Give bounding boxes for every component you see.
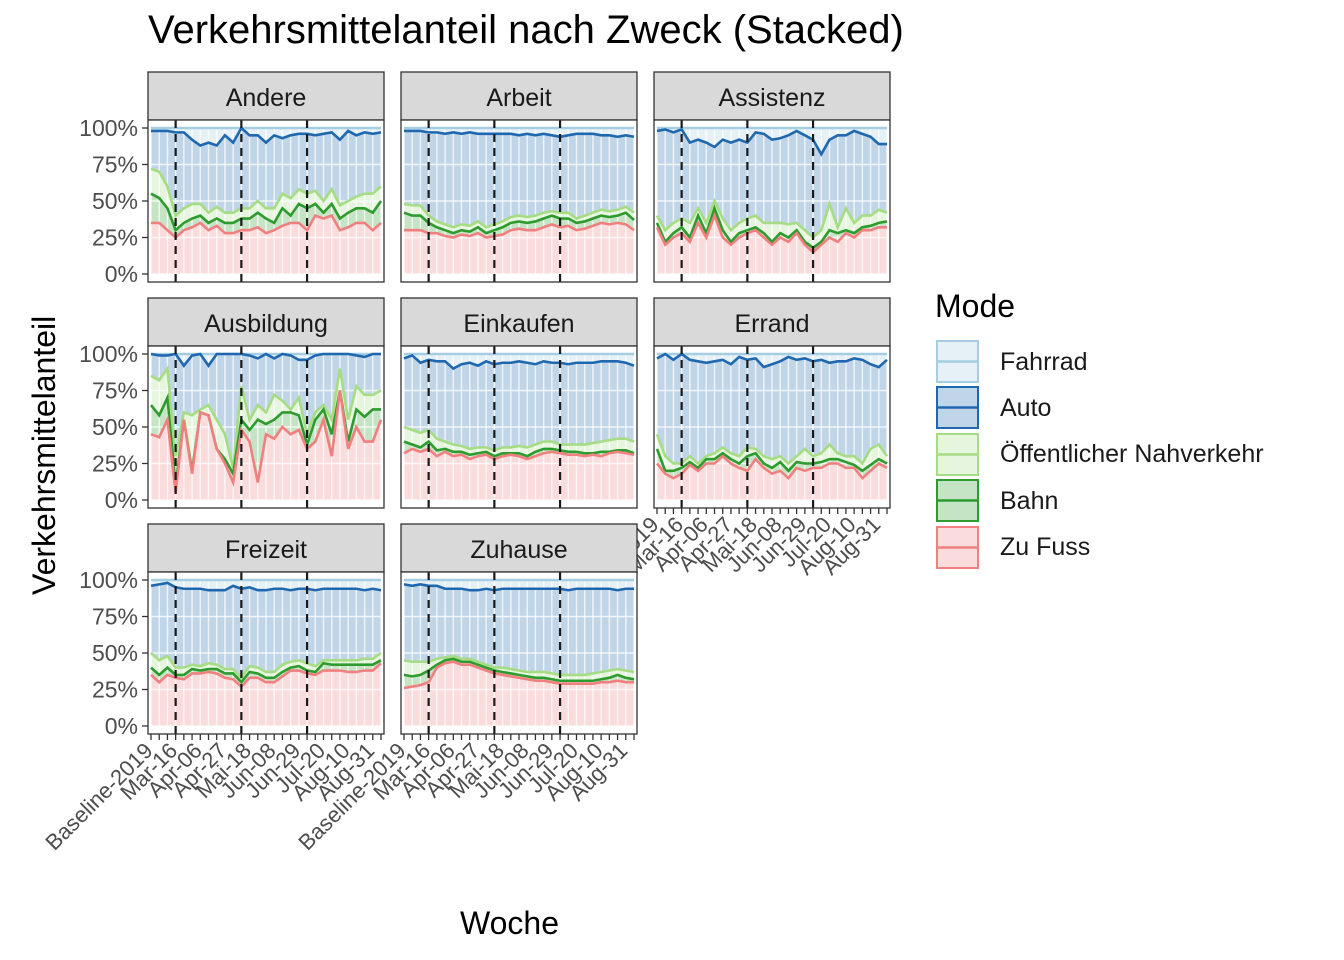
facet-label: Einkaufen [463,310,574,338]
facet-label: Ausbildung [204,310,328,338]
line-auto [403,353,635,371]
y-tick-label: 100% [79,567,138,593]
panel-zuhause: ZuhauseBaseline-2019Mar-16Apr-06Apr-27Ma… [293,523,638,855]
y-tick-label: 100% [79,115,138,141]
line-auto [150,581,382,592]
line-zu-fuss [655,211,887,254]
y-tick-label: 50% [92,188,138,214]
y-tick-label: 25% [92,451,138,477]
panel-arbeit: Arbeit [400,71,638,283]
line-auto [403,583,634,592]
line-bahn [403,657,635,683]
y-tick-label: 25% [92,677,138,703]
line--ffentlicher-nahverkehr [150,364,382,469]
line--ffentlicher-nahverkehr [403,202,635,229]
line-bahn [655,448,888,473]
legend-title: Mode [935,288,1016,324]
line--ffentlicher-nahverkehr [655,433,889,466]
line-auto [151,125,382,148]
facet-strip [147,71,385,121]
line-zu-fuss [403,660,634,690]
line-auto [404,129,635,139]
panel-assistenz: Assistenz [653,71,891,283]
facet-label: Freizeit [225,536,307,564]
line--ffentlicher-nahverkehr [655,197,888,240]
panel-einkaufen: Einkaufen [400,297,638,509]
facet-strip [653,297,891,347]
y-tick-label: 50% [92,414,138,440]
line-bahn [150,659,382,685]
panel-freizeit: Freizeit0%25%50%75%100%Baseline-2019Mar-… [40,523,385,855]
line--ffentlicher-nahverkehr [403,425,635,452]
legend-key-zu-fuss [936,526,979,569]
line-zu-fuss [151,214,382,240]
y-tick-label: 50% [92,640,138,666]
legend-key-fahrrad [936,340,979,383]
panel-andere: Andere 0% 25% 50% 75% 100% [79,71,385,287]
legend-label-zu-fuss: Zu Fuss [1000,533,1091,561]
y-tick-label: 0% [105,261,138,287]
chart-title: Verkehrsmittelanteil nach Zweck (Stacked… [148,8,904,52]
x-axis-label: Woche [460,905,560,941]
y-tick-label: 0% [105,713,138,739]
y-tick-label: 25% [92,225,138,251]
line-bahn [403,211,635,235]
line-zu-fuss [150,390,383,493]
line-bahn [403,439,635,458]
legend-key--ffentlicher-nahverkehr [936,433,979,476]
legend-label-bahn: Bahn [1000,487,1059,515]
facet-label: Assistenz [719,84,826,112]
line-zu-fuss [404,221,635,239]
line-auto [150,352,381,368]
facet-label: Errand [734,310,809,338]
facet-strip [400,297,638,347]
line-auto [656,127,887,157]
line--ffentlicher-nahverkehr [150,651,382,680]
facet-label: Zuhause [470,536,567,564]
line-auto [656,352,888,369]
line-bahn [150,192,383,233]
line--ffentlicher-nahverkehr [150,167,382,218]
y-tick-label: 0% [105,487,138,513]
y-tick-label: 75% [92,604,138,630]
y-tick-label: 75% [92,378,138,404]
y-axis-label: Verkehrsmittelanteil [26,315,62,595]
y-tick-label: 100% [79,341,138,367]
line--ffentlicher-nahverkehr [403,654,635,677]
panel-border [400,345,638,509]
legend-label-fahrrad: Fahrrad [1000,348,1088,376]
panel-border [400,119,638,283]
legend-label-oepnv: Öffentlicher Nahverkehr [1000,440,1264,468]
legend-key-bahn [936,479,979,522]
facet-strip [147,297,385,347]
panel-border [653,119,891,283]
line-zu-fuss [150,662,382,689]
panel-ausbildung: Ausbildung 0% 25% 50% 75% 100% [79,297,385,513]
legend-key-auto [936,386,979,429]
y-tick-label: 75% [92,152,138,178]
line-zu-fuss [655,454,888,480]
facet-label: Arbeit [486,84,551,112]
facet-strip [653,71,891,121]
facet-strip [400,71,638,121]
line-bahn [655,204,888,250]
facet-label: Andere [226,84,307,112]
line-zu-fuss [403,447,635,461]
legend-label-auto: Auto [1000,394,1052,422]
facet-strip [147,523,385,573]
